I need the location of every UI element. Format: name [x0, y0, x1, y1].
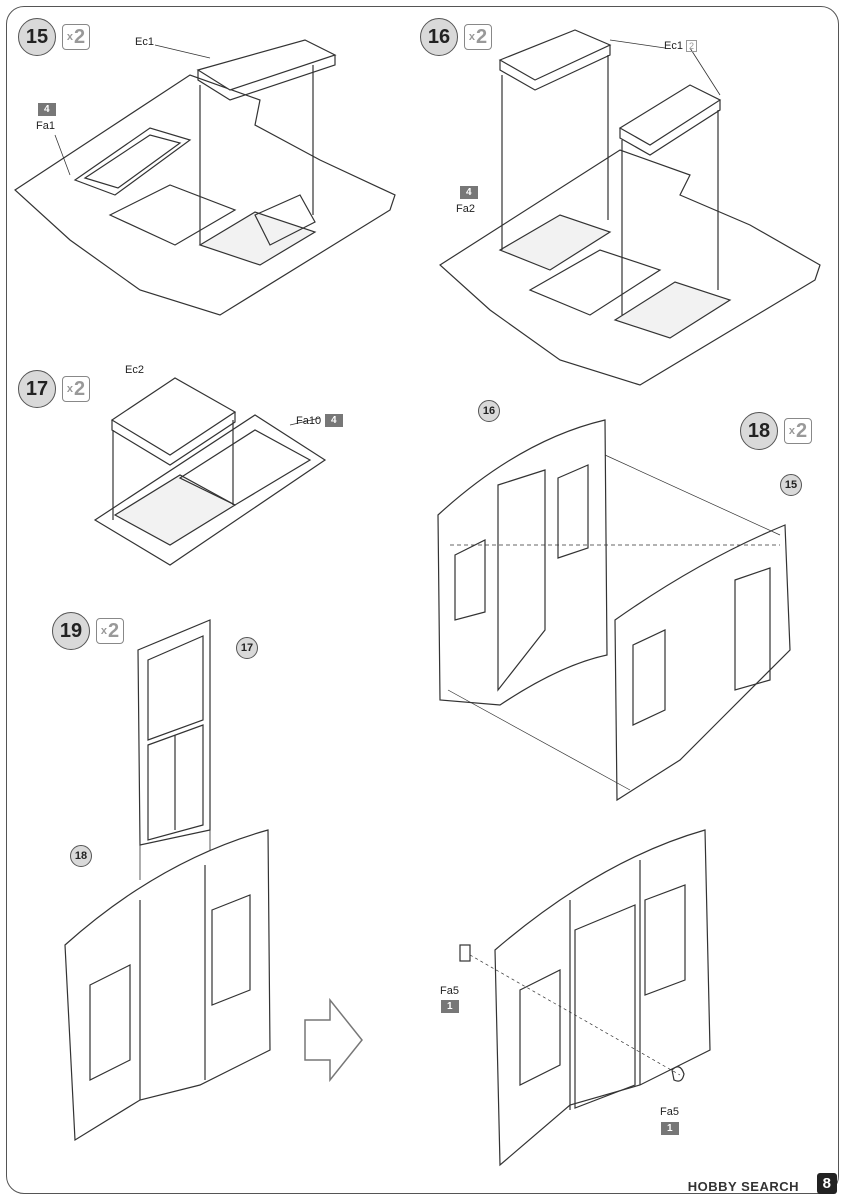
part-label-ec1: Ec1 [135, 36, 154, 48]
sprue-badge: 4 [325, 414, 343, 427]
sprue-badge: 4 [460, 186, 478, 199]
part-label-fa10: Fa10 [296, 415, 322, 427]
subassembly-callout-16: 16 [478, 400, 500, 422]
sprue-badge: 4 [38, 103, 56, 116]
next-arrow [304, 997, 363, 1083]
sprue-badge: 1 [661, 1122, 679, 1135]
subassembly-callout-18: 18 [70, 845, 92, 867]
step19-result-drawing [459, 829, 711, 1167]
sprue-badge: 1 [441, 1000, 459, 1013]
quantity-value: 2 [796, 419, 808, 442]
step-number: 19 [52, 612, 90, 650]
step-number: 16 [420, 18, 458, 56]
part-label-fa5-b: Fa5 [660, 1106, 679, 1118]
step16-floor-drawing [439, 29, 821, 386]
quantity-value: 2 [108, 619, 120, 642]
part-qty: 2 [686, 40, 698, 52]
quantity-value: 2 [74, 25, 86, 48]
quantity-value: 2 [74, 377, 86, 400]
subassembly-callout-15: 15 [780, 474, 802, 496]
subassembly-callout-17: 17 [236, 637, 258, 659]
part-label-fa5: Fa5 [440, 985, 459, 997]
part-code: Ec1 [664, 40, 683, 52]
quantity-value: 2 [476, 25, 488, 48]
step17-door-drawing [93, 377, 327, 566]
part-label-ec1-b: Ec1 2 [664, 40, 698, 52]
step-number: 17 [18, 370, 56, 408]
page-number: 8 [816, 1173, 837, 1194]
page-frame [6, 6, 839, 1194]
step18-walls-drawing [437, 419, 791, 802]
watermark: HOBBY SEARCH [687, 1179, 799, 1194]
step19-wall-door-drawing [64, 619, 271, 1142]
step-number: 15 [18, 18, 56, 56]
part-label-ec2: Ec2 [125, 364, 144, 376]
part-label-fa2: Fa2 [456, 203, 475, 215]
part-label-fa1: Fa1 [36, 120, 55, 132]
step-number: 18 [740, 412, 778, 450]
step15-floor-drawing [14, 39, 396, 316]
